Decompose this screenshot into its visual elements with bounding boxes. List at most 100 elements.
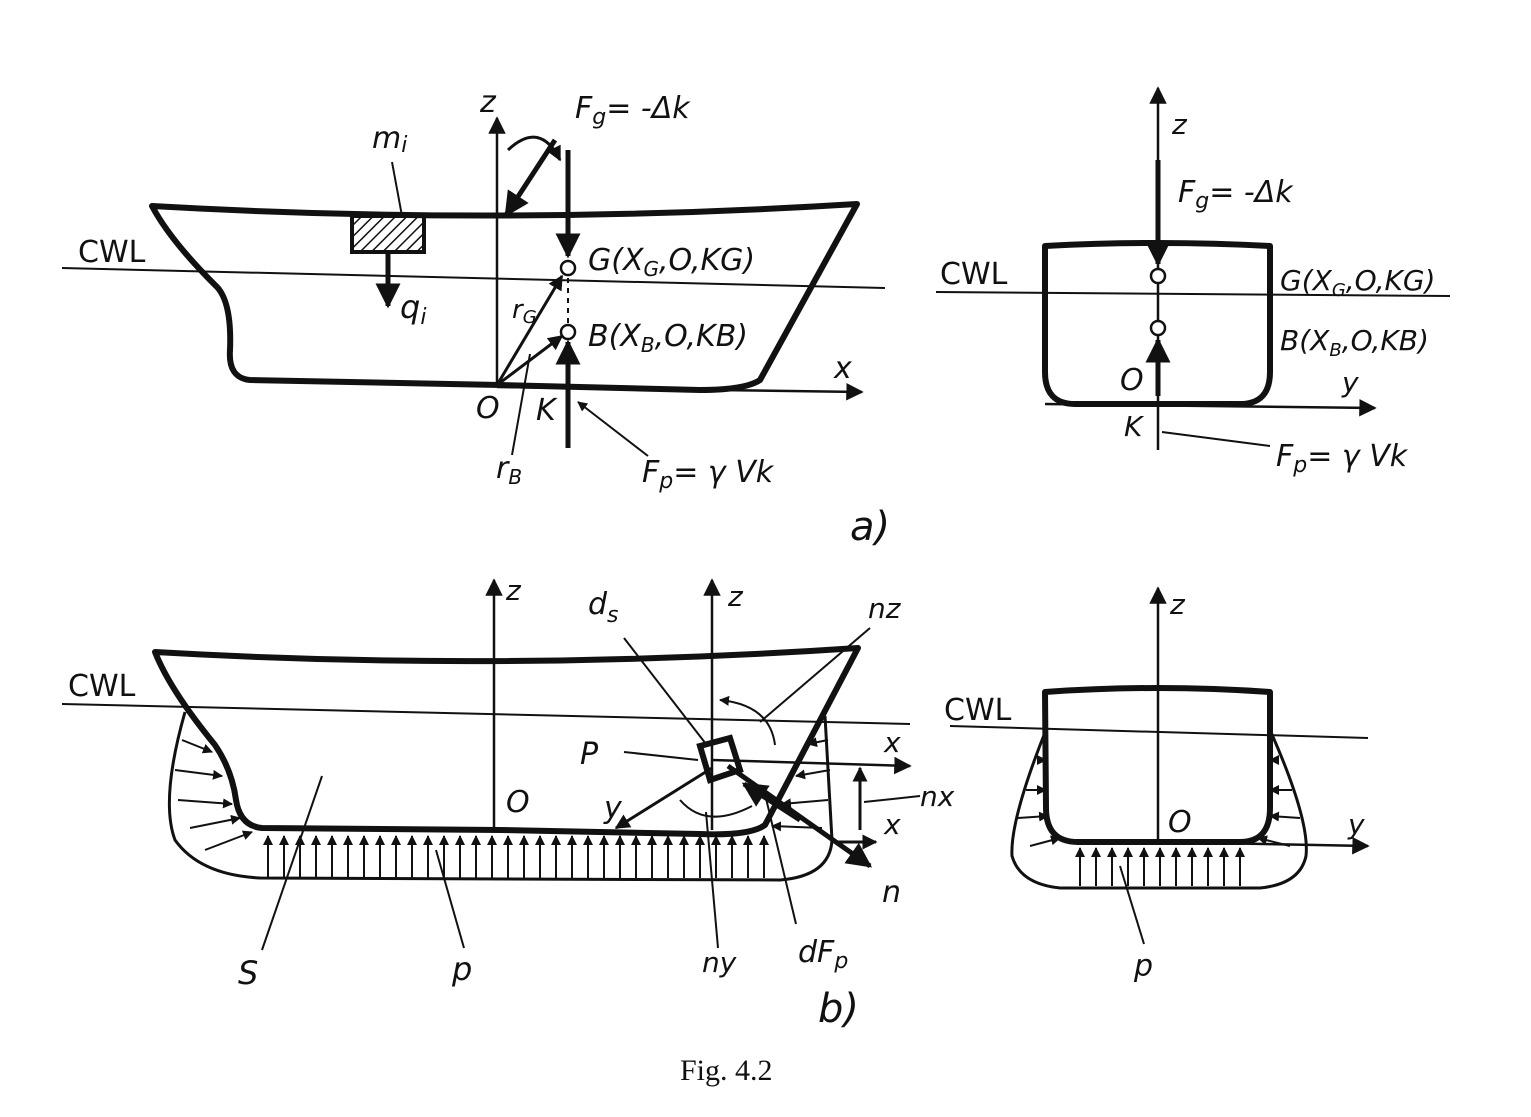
buoyancy-force-label: Fp= γ Vk (1276, 439, 1409, 478)
y-axis-label: y (1347, 808, 1365, 841)
pressure-arrow (1017, 811, 1049, 822)
panel-a-cross-section: CWL z y O K Fg= -Δk G(XG,O,KG) B(XB,O,KB… (935, 86, 1451, 478)
pressure-force-label: dFp (798, 935, 848, 974)
buoyancy-force-label: Fp= γ Vk (642, 455, 775, 494)
pressure-arrow (181, 739, 213, 754)
waterline-label: CWL (940, 257, 1008, 292)
keel-label: K (1124, 410, 1145, 443)
point-b-label: B(XB,O,KB) (1280, 324, 1429, 361)
origin-label: O (1120, 363, 1144, 398)
y-axis (1157, 836, 1370, 855)
point-g-label: G(XG,O,KG) (588, 243, 755, 281)
hull-profile (152, 645, 861, 838)
pressure-leader (1119, 865, 1145, 945)
pressure-arrows (1017, 755, 1301, 886)
radius-g-label: rG (512, 295, 537, 328)
center-of-buoyancy-point (1149, 319, 1167, 337)
angle-arc-ny (679, 799, 753, 818)
x-axis-label: x (833, 351, 852, 386)
panel-b-cross-section: CWL z y O p (944, 586, 1370, 984)
x-axis (496, 383, 864, 401)
hull-section (1042, 240, 1273, 407)
weight-element-label: qi (400, 288, 426, 330)
pressure-arrow (174, 769, 223, 780)
radius-b-label: rB (496, 451, 522, 489)
hull-section (1042, 685, 1273, 845)
waterline-label: CWL (944, 693, 1012, 728)
pressure-leader (435, 849, 465, 949)
moment-arc (506, 135, 562, 162)
area-element (696, 734, 744, 784)
pressure-arrow (1029, 835, 1061, 847)
pressure-arrow (204, 830, 253, 851)
gravity-force-label: Fg= -Δk (1178, 175, 1294, 214)
pressure-arrow (1269, 811, 1301, 822)
z-axis-label: z (479, 85, 497, 120)
point-p-leader (623, 751, 699, 761)
buoyancy-leader (1161, 431, 1271, 447)
y-axis-label: y (1341, 366, 1359, 399)
gravity-force-diagonal (503, 138, 558, 218)
pressure-arrow (795, 769, 831, 780)
angle-ny-label: ny (702, 946, 737, 979)
point-g-label: G(XG,O,KG) (1280, 264, 1435, 301)
z-axis-label: z (1171, 108, 1188, 141)
angle-ny-leader (705, 811, 719, 949)
buoyancy-leader (577, 401, 649, 457)
hull-profile (149, 201, 860, 393)
mass-leader-line (391, 161, 403, 217)
keel-label: K (536, 393, 558, 428)
origin-label: O (506, 785, 530, 820)
angle-arc-nz (719, 695, 776, 746)
point-b-label: B(XB,O,KB) (588, 319, 748, 357)
origin-label: O (1168, 805, 1192, 840)
mass-element-block (350, 214, 426, 254)
surface-label: S (238, 954, 258, 992)
pressure-envelope (1010, 729, 1308, 890)
pressure-envelope (167, 711, 834, 882)
mass-label: mi (372, 121, 407, 158)
pressure-arrow (807, 737, 829, 748)
local-y-axis (614, 766, 713, 830)
pressure-arrow (189, 814, 241, 829)
radius-g-vector (495, 274, 564, 386)
area-leader (623, 637, 707, 745)
radius-b-leader (511, 353, 531, 456)
gravity-force-label: Fg= -Δk (575, 91, 691, 130)
local-x2-label: x (883, 808, 901, 841)
pressure-label: p (451, 950, 472, 988)
panel-b-side-view: CWL z O z x y ds P n dFp nz nx x (61, 574, 955, 992)
pressure-arrow (781, 798, 829, 809)
panel-a-side-view: CWL z x O mi qi Fg= -Δk G(XG,O,KG) B(XB,… (61, 85, 886, 494)
center-of-gravity-point (559, 259, 577, 277)
normal-label: n (882, 875, 901, 910)
pressure-force-arrow (741, 781, 802, 823)
y-axis (1044, 399, 1377, 417)
pressure-label: p (1133, 949, 1153, 984)
local-x-axis-label: x (883, 726, 901, 759)
surface-leader (261, 775, 323, 951)
angle-nz-label: nz (868, 592, 902, 625)
point-p-label: P (580, 737, 599, 772)
waterline (61, 267, 886, 289)
pressure-arrow (177, 798, 233, 809)
figure-caption: Fig. 4.2 (680, 1054, 773, 1087)
angle-nx-leader (863, 795, 921, 803)
origin-label: O (476, 391, 500, 426)
local-z-axis-label: z (727, 580, 744, 613)
waterline-label: CWL (68, 669, 136, 704)
angle-nx-label: nx (920, 780, 955, 813)
waterline (61, 703, 911, 725)
pressure-arrows (174, 737, 831, 878)
pressure-force-leader (763, 789, 797, 925)
panel-a-label: a) (850, 504, 890, 550)
local-x-axis (711, 756, 912, 775)
center-of-gravity-point (1149, 267, 1167, 285)
normal-vector (726, 763, 873, 869)
angle-nz-leader (759, 627, 871, 723)
panel-b-label: b) (818, 986, 859, 1032)
waterline (935, 291, 1451, 297)
z-axis-label: z (1169, 588, 1186, 621)
z-axis-label: z (505, 574, 522, 607)
